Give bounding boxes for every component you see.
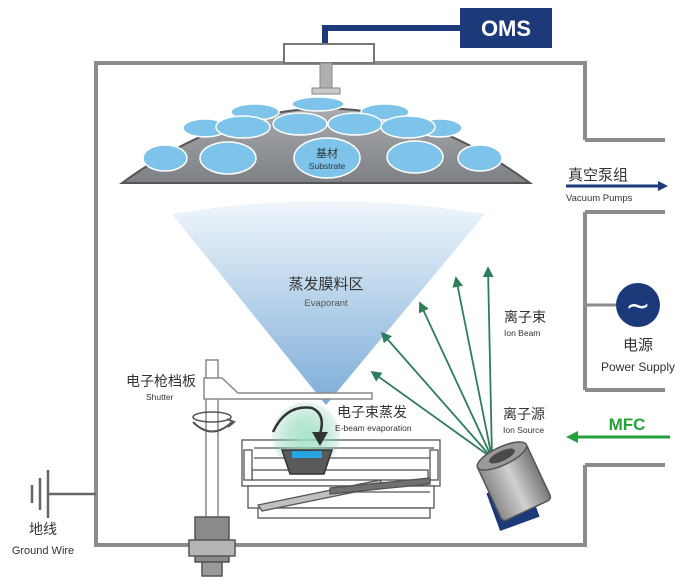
shutter-label-en: Shutter bbox=[146, 392, 174, 402]
mfc-label: MFC bbox=[609, 415, 646, 434]
vacuum-label-en: Vacuum Pumps bbox=[566, 193, 633, 204]
shutter-plate bbox=[203, 377, 373, 400]
substrate-dome: 基材 Substrate bbox=[118, 62, 534, 184]
ion-beam-label-en: Ion Beam bbox=[504, 328, 540, 338]
ion-source-label-en: Ion Source bbox=[503, 425, 544, 435]
power-supply-symbol bbox=[616, 283, 660, 327]
vacuum-label-cn: 真空泵组 bbox=[568, 166, 628, 184]
ebeam-arrowhead bbox=[312, 432, 328, 446]
oms-flange bbox=[283, 43, 375, 64]
power-label-cn: 电源 bbox=[623, 337, 653, 354]
dome-lenses bbox=[142, 96, 503, 175]
ground-label-cn: 地线 bbox=[29, 521, 57, 537]
ebeam-label-cn: 电子束蒸发 bbox=[337, 404, 407, 420]
evaporant-cone: 蒸发膜料区 Evaporant bbox=[172, 201, 485, 405]
ground-symbol-icon bbox=[30, 470, 96, 518]
evaporant-label-cn: 蒸发膜料区 bbox=[288, 276, 363, 293]
ebeam-label-en: E-beam evaporation bbox=[335, 423, 412, 433]
substrate-label-cn: 基材 bbox=[316, 146, 338, 160]
arrow-right-icon bbox=[658, 181, 668, 191]
arrow-left-icon bbox=[566, 431, 578, 443]
shutter-assembly bbox=[188, 359, 373, 577]
ion-beam-line bbox=[482, 266, 494, 459]
dome-center-lens bbox=[293, 137, 361, 179]
power-symbol: ~ bbox=[625, 289, 650, 324]
shutter-label-cn: 电子枪档板 bbox=[126, 373, 196, 389]
ebeam-path bbox=[271, 406, 323, 435]
ebeam-evaporator bbox=[241, 439, 441, 519]
substrate-label-en: Substrate bbox=[309, 161, 346, 171]
ground-label-en: Ground Wire bbox=[12, 545, 74, 557]
oms-box bbox=[460, 8, 552, 48]
ion-beam-line bbox=[370, 370, 493, 459]
rotation-arrow-icon bbox=[192, 421, 233, 433]
ion-source-label-cn: 离子源 bbox=[503, 406, 545, 422]
chamber-wall bbox=[94, 61, 665, 547]
ion-beam-line bbox=[380, 331, 493, 459]
ion-beam-line bbox=[452, 276, 493, 459]
ion-beam-label-cn: 离子束 bbox=[504, 309, 546, 325]
ion-beam-line bbox=[418, 301, 493, 459]
dome-shaft bbox=[319, 62, 333, 92]
oms-label: OMS bbox=[481, 16, 531, 41]
ion-beams bbox=[370, 266, 494, 459]
crucible-material bbox=[292, 451, 322, 458]
power-label-en: Power Supply bbox=[601, 360, 675, 374]
ion-source bbox=[476, 441, 552, 531]
evaporant-label-en: Evaporant bbox=[304, 298, 348, 309]
